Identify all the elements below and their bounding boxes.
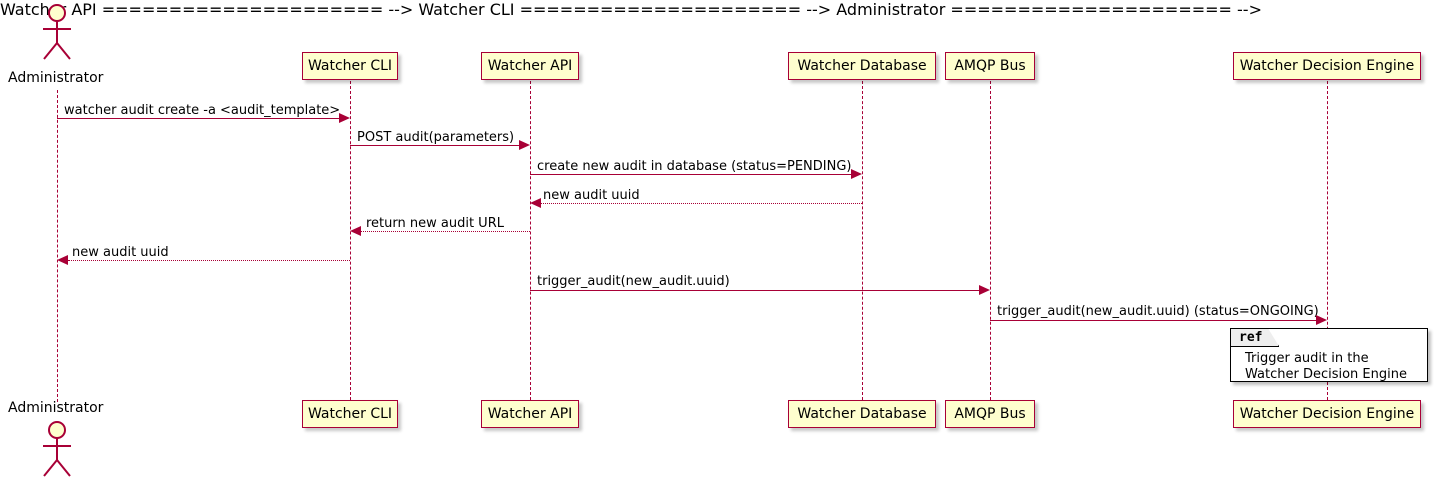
lifeline-watcher-decision-engine: [1327, 81, 1328, 400]
participant-box-amqp-bus-bottom[interactable]: AMQP Bus: [945, 400, 1035, 428]
message-line-1: [57, 118, 341, 119]
message-label-8: trigger_audit(new_audit.uuid) (status=ON…: [997, 304, 1319, 319]
lifeline-watcher-cli: [350, 81, 351, 400]
message-label-3: create new audit in database (status=PEN…: [537, 159, 852, 174]
ref-fragment-line2: Watcher Decision Engine: [1245, 367, 1407, 382]
participant-box-watcher-api-bottom[interactable]: Watcher API: [481, 400, 579, 428]
ref-fragment-text: Trigger audit in the Watcher Decision En…: [1245, 351, 1407, 383]
participant-label-watcher-database-bottom: Watcher Database: [797, 406, 927, 422]
arrow-head-5: [350, 226, 361, 236]
arrow-head-8: [1316, 315, 1327, 325]
message-line-7: [530, 290, 980, 291]
actor-label-top: Administrator: [8, 70, 104, 86]
participant-box-watcher-cli-bottom[interactable]: Watcher CLI: [302, 400, 398, 428]
participant-box-amqp-bus-top[interactable]: AMQP Bus: [945, 52, 1035, 80]
message-line-8: [990, 320, 1317, 321]
arrow-head-4: [530, 198, 541, 208]
lifeline-watcher-api: [530, 81, 531, 400]
message-label-6: new audit uuid: [72, 245, 169, 260]
lifeline-watcher-database: [862, 81, 863, 400]
message-line-5: [361, 231, 530, 232]
arrow-head-6: [57, 255, 68, 265]
ref-fragment-line1: Trigger audit in the: [1245, 351, 1369, 366]
participant-label-amqp-bus-bottom: AMQP Bus: [954, 406, 1026, 422]
message-label-4: new audit uuid: [543, 188, 640, 203]
participant-box-watcher-decision-engine-bottom[interactable]: Watcher Decision Engine: [1233, 400, 1421, 428]
lifeline-amqp-bus: [990, 81, 991, 400]
message-label-1: watcher audit create -a <audit_template>: [64, 103, 341, 118]
participant-label-watcher-decision-engine-top: Watcher Decision Engine: [1239, 58, 1415, 74]
participant-label-watcher-decision-engine-bottom: Watcher Decision Engine: [1239, 406, 1415, 422]
message-line-3: [530, 174, 852, 175]
participant-label-watcher-api-bottom: Watcher API: [487, 406, 573, 422]
message-line-6: [68, 260, 350, 261]
message-line-4: [541, 203, 862, 204]
participant-label-watcher-database-top: Watcher Database: [797, 58, 927, 74]
ref-fragment-keyword: ref: [1231, 329, 1279, 347]
actor-label-bottom: Administrator: [8, 400, 104, 416]
arrow-head-7: [979, 285, 990, 295]
stick-figure-actor-icon-bottom: [43, 421, 71, 477]
participant-label-watcher-cli-top: Watcher CLI: [307, 58, 393, 74]
participant-box-watcher-api-top[interactable]: Watcher API: [481, 52, 579, 80]
message-line-2: [350, 145, 521, 146]
participant-label-amqp-bus-top: AMQP Bus: [954, 58, 1026, 74]
participant-box-watcher-cli-top[interactable]: Watcher CLI: [302, 52, 398, 80]
arrow-head-1: [339, 113, 350, 123]
arrow-head-2: [519, 140, 530, 150]
participant-box-watcher-decision-engine-top[interactable]: Watcher Decision Engine: [1233, 52, 1421, 80]
participant-box-watcher-database-bottom[interactable]: Watcher Database: [788, 400, 936, 428]
arrow-head-3: [851, 169, 862, 179]
message-label-7: trigger_audit(new_audit.uuid): [537, 274, 730, 289]
participant-box-watcher-database-top[interactable]: Watcher Database: [788, 52, 936, 80]
message-label-2: POST audit(parameters): [357, 130, 515, 145]
participant-label-watcher-cli-bottom: Watcher CLI: [307, 406, 393, 422]
participant-label-watcher-api-top: Watcher API: [487, 58, 573, 74]
ref-fragment-box[interactable]: ref Trigger audit in the Watcher Decisio…: [1230, 328, 1428, 382]
stick-figure-actor-icon: [43, 4, 71, 60]
message-label-5: return new audit URL: [366, 216, 504, 231]
lifeline-administrator: [57, 90, 58, 402]
